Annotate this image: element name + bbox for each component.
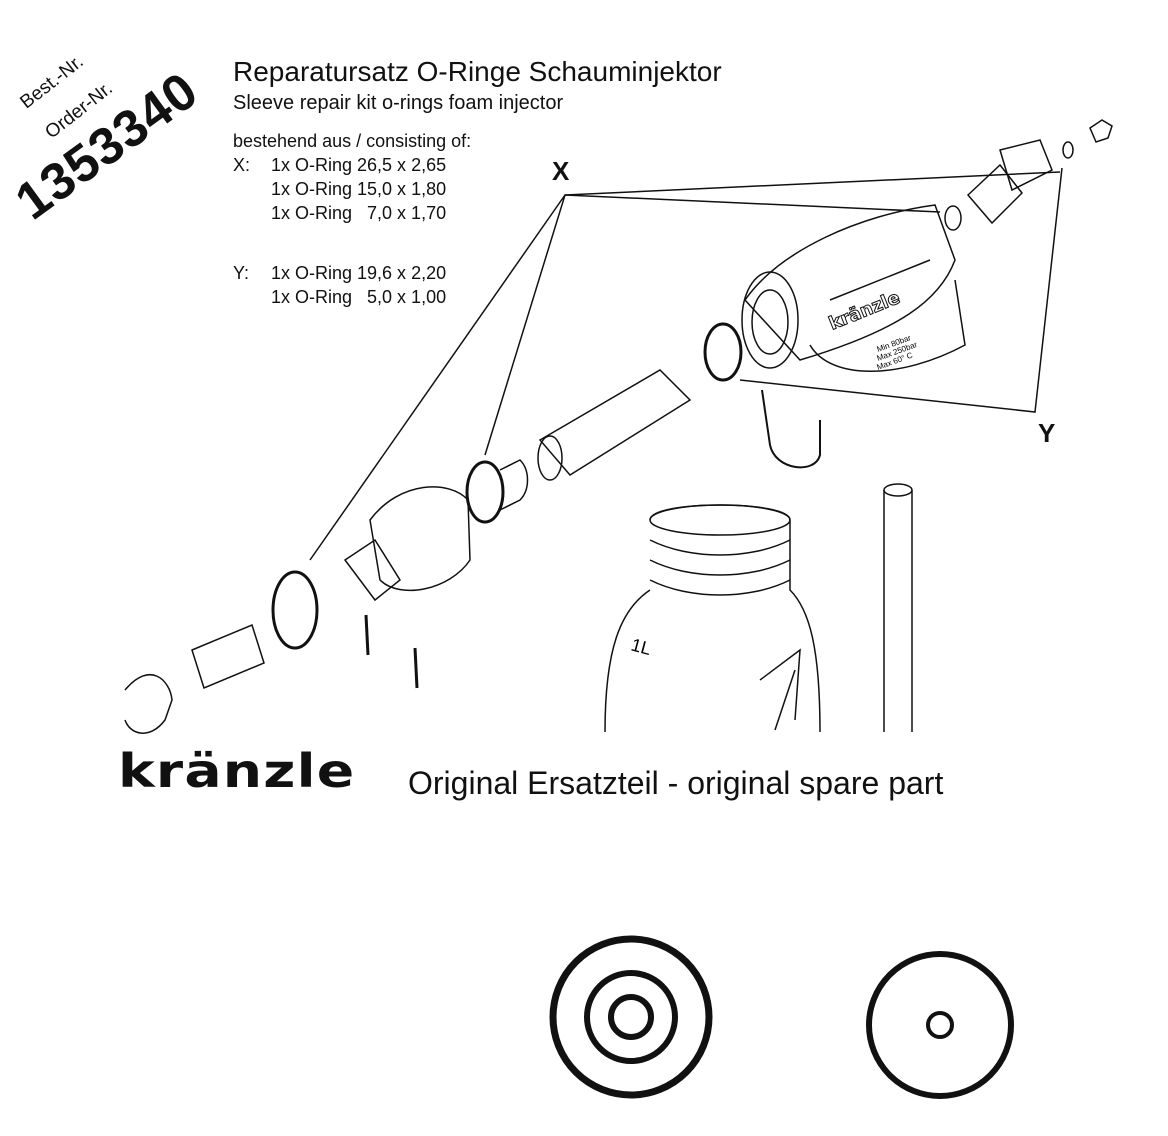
nozzle-part bbox=[944, 119, 1113, 231]
filter-cartridge bbox=[537, 369, 692, 481]
parts-list-item: 1x O-Ring 15,0 x 1,80 bbox=[271, 179, 447, 199]
injector-body bbox=[741, 204, 966, 372]
group-y-tag: Y: bbox=[233, 263, 250, 283]
o-rings-set-x bbox=[549, 935, 713, 1099]
o-ring-part bbox=[271, 570, 319, 650]
bottle-volume-mark: 1L bbox=[629, 635, 654, 660]
leader-lines-x bbox=[309, 171, 1061, 561]
page-title: Reparatursatz O-Ringe Schauminjektor bbox=[233, 56, 722, 87]
valve-body bbox=[343, 486, 471, 602]
o-ring-part bbox=[703, 322, 743, 382]
callout-x: X bbox=[552, 156, 570, 186]
group-x-tag: X: bbox=[233, 155, 251, 175]
suction-tube bbox=[883, 483, 913, 732]
bottle bbox=[604, 504, 821, 733]
parts-list-item: 1x O-Ring 19,6 x 2,20 bbox=[271, 263, 447, 283]
o-rings-set-y bbox=[866, 951, 1014, 1099]
parts-list-item: 1x O-Ring 5,0 x 1,00 bbox=[271, 287, 447, 307]
pin-part bbox=[413, 647, 419, 689]
end-cap-part bbox=[124, 674, 173, 734]
part-brand-mark: kränzle bbox=[826, 287, 903, 334]
page-subtitle: Sleeve repair kit o-rings foam injector bbox=[233, 92, 564, 114]
parts-list-item: 1x O-Ring 26,5 x 2,65 bbox=[271, 155, 447, 175]
kraenzle-logo: kränzle bbox=[118, 744, 356, 798]
callout-y: Y bbox=[1038, 418, 1056, 448]
spare-part-tagline: Original Ersatzteil - original spare par… bbox=[408, 765, 944, 801]
sleeve-part bbox=[499, 459, 529, 511]
filter-block-part bbox=[191, 623, 265, 690]
pin-part bbox=[364, 614, 370, 656]
u-clip-part bbox=[761, 389, 821, 469]
consisting-heading: bestehend aus / consisting of: bbox=[233, 131, 472, 151]
parts-list-item: 1x O-Ring 7,0 x 1,70 bbox=[271, 203, 447, 223]
leader-lines-y bbox=[739, 167, 1063, 413]
o-ring-part bbox=[465, 460, 505, 524]
